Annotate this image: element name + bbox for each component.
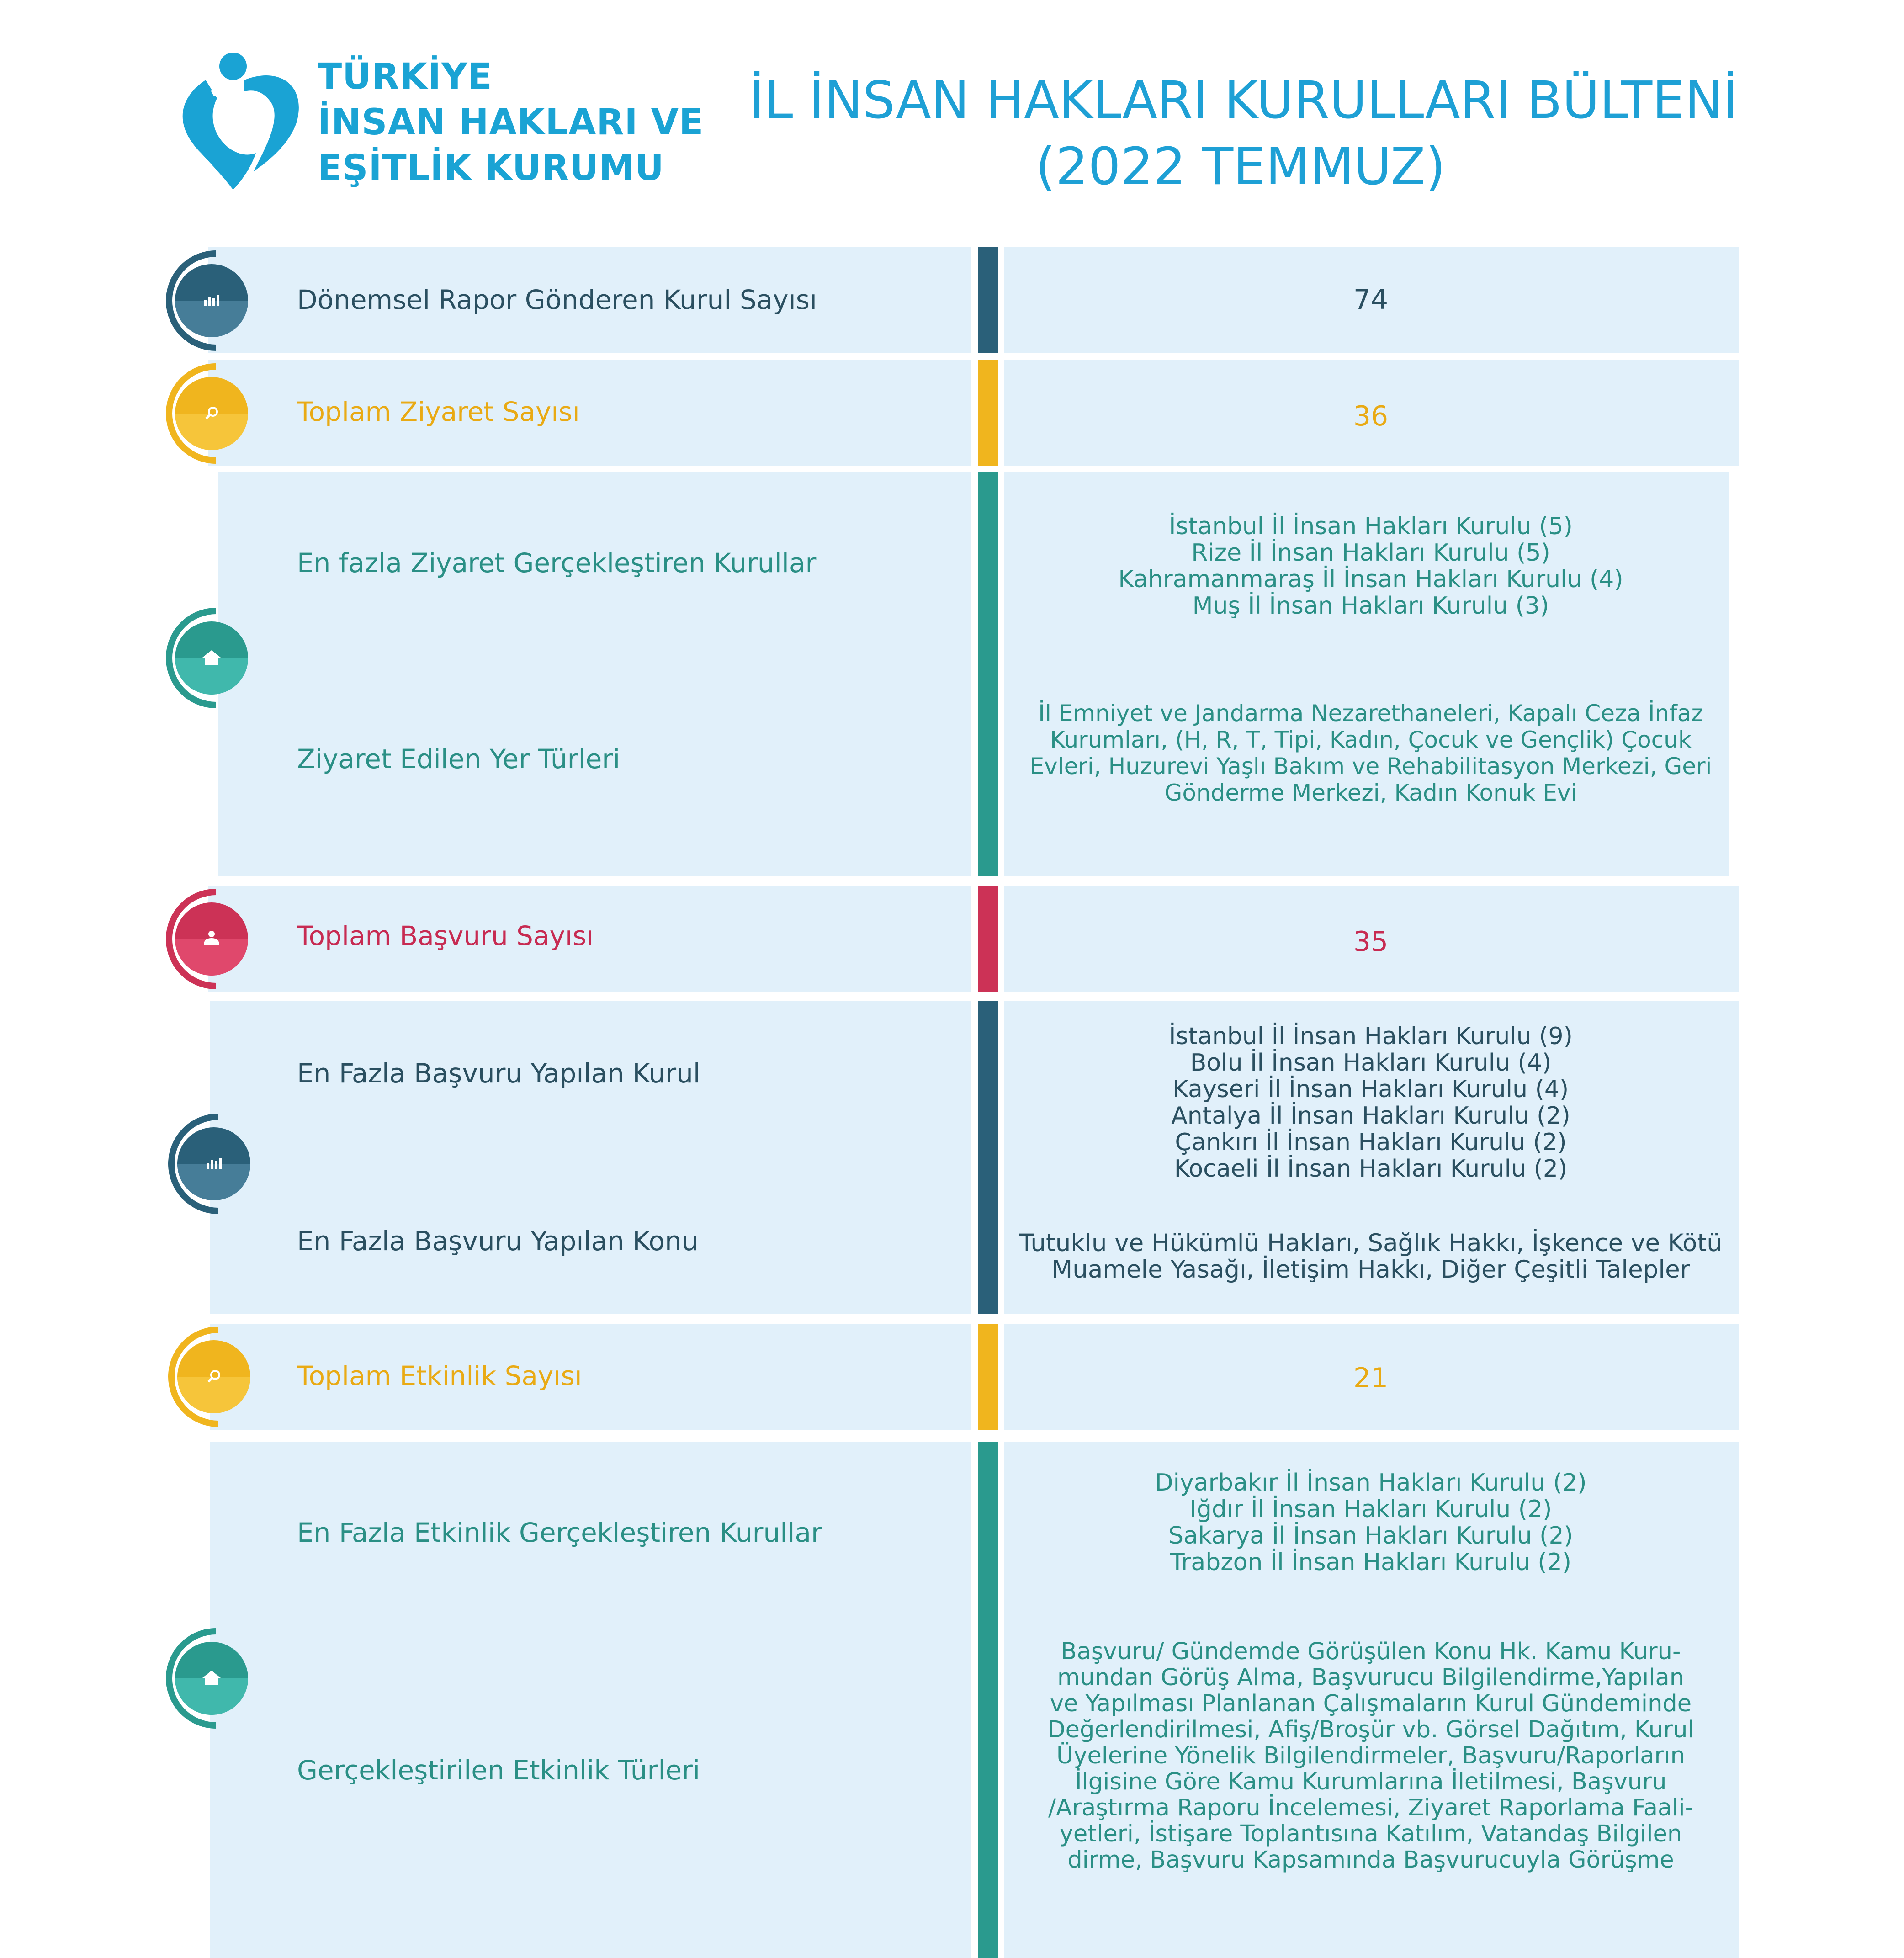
org-name-line: TÜRKİYE [318, 56, 493, 97]
activity-types-text: Başvuru/ Gündemde Görüşülen Konu Hk. Kam… [1019, 1639, 1723, 1873]
visits-label-panel [208, 360, 971, 466]
activity-details-badge [158, 1626, 258, 1731]
visit-details-label-panel [218, 472, 971, 876]
activities-label-panel [210, 1324, 971, 1430]
list-item: Bolu İl İnsan Hakları Kurulu (4) [1190, 1049, 1552, 1077]
text-line: Üyelerine Yönelik Bilgilendirmeler, Başv… [1056, 1742, 1685, 1769]
list-item: İstanbul İl İnsan Hakları Kurulu (5) [1169, 513, 1573, 540]
text-line: Gönderme Merkezi, Kadın Konuk Evi [1164, 780, 1577, 806]
list-item: Kahramanmaraş İl İnsan Hakları Kurulu (4… [1118, 566, 1623, 593]
user-icon [204, 931, 219, 945]
text-line: dirme, Başvuru Kapsamında Başvurucuyla G… [1067, 1847, 1674, 1873]
application-details-divider [978, 1001, 998, 1314]
org-name-line: EŞİTLİK KURUMU [318, 148, 664, 189]
organization-logo [174, 48, 311, 194]
reports-label: Dönemsel Rapor Gönderen Kurul Sayısı [297, 284, 817, 315]
reports-value: 74 [1353, 284, 1389, 316]
most-active-councils-list: Diyarbakır İl İnsan Hakları Kurulu (2) I… [1005, 1470, 1736, 1576]
activities-value-panel [1004, 1324, 1739, 1430]
visits-badge [158, 361, 258, 466]
text-line: /Araştırma Raporu İncelemesi, Ziyaret Ra… [1048, 1794, 1693, 1821]
activities-value: 21 [1353, 1362, 1389, 1394]
list-item: Trabzon İl İnsan Hakları Kurulu (2) [1170, 1549, 1572, 1576]
text-line: yetleri, İstişare Toplantısına Katılım, … [1059, 1820, 1682, 1847]
activities-divider [978, 1324, 998, 1430]
list-item: Çankırı İl İnsan Hakları Kurulu (2) [1175, 1129, 1567, 1156]
application-details-label-panel [210, 1001, 971, 1314]
list-item: İstanbul İl İnsan Hakları Kurulu (9) [1169, 1023, 1573, 1050]
most-active-councils-label: En Fazla Etkinlik Gerçekleştiren Kurulla… [297, 1517, 822, 1548]
visits-divider [978, 360, 998, 466]
text-line: Kurumları, (H, R, T, Tipi, Kadın, Çocuk … [1050, 727, 1692, 753]
activities-label: Toplam Etkinlik Sayısı [297, 1360, 582, 1391]
text-line: Evleri, Huzurevi Yaşlı Bakım ve Rehabili… [1029, 753, 1712, 780]
text-line: İl Emniyet ve Jandarma Nezarethaneleri, … [1038, 700, 1703, 727]
bar-chart-icon [207, 1158, 222, 1169]
activity-details-divider [978, 1442, 998, 1958]
most-applied-council-label: En Fazla Başvuru Yapılan Kurul [297, 1058, 701, 1089]
search-icon [205, 407, 218, 419]
reports-label-panel [208, 247, 971, 353]
visit-details-badge [158, 605, 258, 711]
applications-value-panel [1004, 886, 1739, 992]
most-visiting-councils-list: İstanbul İl İnsan Hakları Kurulu (5) Riz… [1005, 513, 1736, 619]
applications-label-panel [208, 886, 971, 992]
home-icon [202, 650, 221, 665]
applications-badge [158, 886, 258, 992]
reports-divider [978, 247, 998, 353]
visit-details-value-panel [1004, 472, 1729, 876]
activity-types-label: Gerçekleştirilen Etkinlik Türleri [297, 1755, 700, 1786]
list-item: Muş İl İnsan Hakları Kurulu (3) [1192, 592, 1549, 620]
text-line: ve Yapılması Planlanan Çalışmaların Kuru… [1050, 1690, 1692, 1717]
visits-label: Toplam Ziyaret Sayısı [297, 396, 580, 427]
list-item: Rize İl İnsan Hakları Kurulu (5) [1191, 539, 1550, 567]
most-applied-topic-text: Tutuklu ve Hükümlü Hakları, Sağlık Hakkı… [1005, 1230, 1736, 1283]
applications-value: 35 [1353, 926, 1389, 958]
applications-divider [978, 886, 998, 992]
text-line: mundan Görüş Alma, Başvurucu Bilgilendir… [1057, 1664, 1685, 1691]
list-item: Iğdır İl İnsan Hakları Kurulu (2) [1189, 1496, 1552, 1523]
org-name-line: İNSAN HAKLARI VE [318, 102, 704, 143]
list-item: Diyarbakır İl İnsan Hakları Kurulu (2) [1155, 1469, 1587, 1496]
applications-label: Toplam Başvuru Sayısı [297, 920, 594, 951]
bar-chart-icon [204, 295, 219, 306]
visits-value-panel [1004, 360, 1739, 466]
activities-badge [160, 1324, 260, 1429]
bulletin-title-line1: İL İNSAN HAKLARI KURULLARI BÜLTENİ [749, 71, 1738, 130]
list-item: Sakarya İl İnsan Hakları Kurulu (2) [1168, 1522, 1573, 1549]
text-line: Muamele Yasağı, İletişim Hakkı, Diğer Çe… [1051, 1256, 1690, 1284]
list-item: Antalya İl İnsan Hakları Kurulu (2) [1171, 1102, 1570, 1130]
home-icon [202, 1671, 221, 1685]
most-visiting-councils-label: En fazla Ziyaret Gerçekleştiren Kurullar [297, 547, 817, 578]
text-line: Değerlendirilmesi, Afiş/Broşür vb. Görse… [1047, 1716, 1694, 1743]
application-details-value-panel [1004, 1001, 1739, 1314]
activity-details-label-panel [210, 1442, 971, 1958]
bulletin-title-line2: (2022 TEMMUZ) [1035, 137, 1446, 196]
visited-place-types-label: Ziyaret Edilen Yer Türleri [297, 743, 621, 775]
visits-value: 36 [1353, 400, 1389, 432]
visited-place-types-text: İl Emniyet ve Jandarma Nezarethaneleri, … [1019, 700, 1723, 806]
bulletin-title: İL İNSAN HAKLARI KURULLARI BÜLTENİ (2022… [749, 68, 1738, 200]
activity-details-value-panel [1004, 1442, 1739, 1958]
application-details-badge [160, 1111, 260, 1216]
reports-value-panel [1004, 247, 1739, 353]
reports-badge [158, 248, 258, 353]
list-item: Kocaeli İl İnsan Hakları Kurulu (2) [1174, 1155, 1568, 1183]
text-line: Başvuru/ Gündemde Görüşülen Konu Hk. Kam… [1061, 1638, 1681, 1665]
text-line: Tutuklu ve Hükümlü Hakları, Sağlık Hakkı… [1019, 1229, 1722, 1257]
most-applied-council-list: İstanbul İl İnsan Hakları Kurulu (9) Bol… [1005, 1023, 1736, 1182]
most-applied-topic-label: En Fazla Başvuru Yapılan Konu [297, 1226, 699, 1257]
search-icon [207, 1370, 220, 1383]
text-line: İlgisine Göre Kamu Kurumlarına İletilmes… [1075, 1768, 1667, 1795]
organization-name: TÜRKİYE İNSAN HAKLARI VE EŞİTLİK KURUMU [318, 54, 704, 191]
list-item: Kayseri İl İnsan Hakları Kurulu (4) [1172, 1076, 1569, 1103]
visit-details-divider [978, 472, 998, 876]
